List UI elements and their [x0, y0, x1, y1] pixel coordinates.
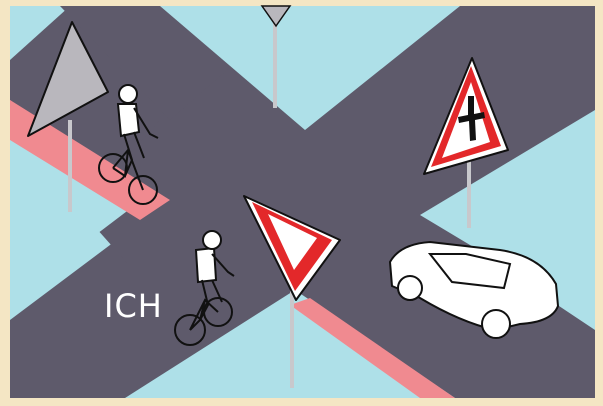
cyclist-body-1	[116, 103, 141, 138]
car-right	[388, 240, 560, 339]
cyclist-leg-2	[199, 279, 223, 321]
cyclist-top-left	[98, 84, 159, 205]
ich-label: ICH	[104, 287, 163, 325]
cyclist-head-1	[118, 84, 138, 104]
bike-wheel-back-2	[174, 314, 206, 346]
car-wheel-front	[397, 275, 423, 301]
bike-lane-bottom	[290, 298, 455, 398]
corner-right	[420, 110, 595, 320]
bike-wheel-front-1	[128, 175, 158, 205]
cyclist-arm-2	[211, 253, 235, 277]
car-wheel-back	[481, 309, 511, 339]
priority-symbol	[458, 96, 485, 141]
car-body	[388, 240, 560, 332]
yield-sign-inner	[268, 214, 317, 270]
sign-back-top	[260, 5, 292, 28]
car-roof	[427, 253, 512, 290]
cyclist-ich	[174, 230, 235, 346]
cyclist-head-2	[202, 230, 222, 250]
cyclist-arm-1	[133, 107, 159, 139]
sign-back-left	[27, 21, 109, 137]
corner-top	[160, 6, 460, 130]
bike-wheel-back-1	[98, 153, 128, 183]
cyclist-leg-1	[123, 131, 145, 177]
cyclist-body-2	[194, 246, 218, 284]
